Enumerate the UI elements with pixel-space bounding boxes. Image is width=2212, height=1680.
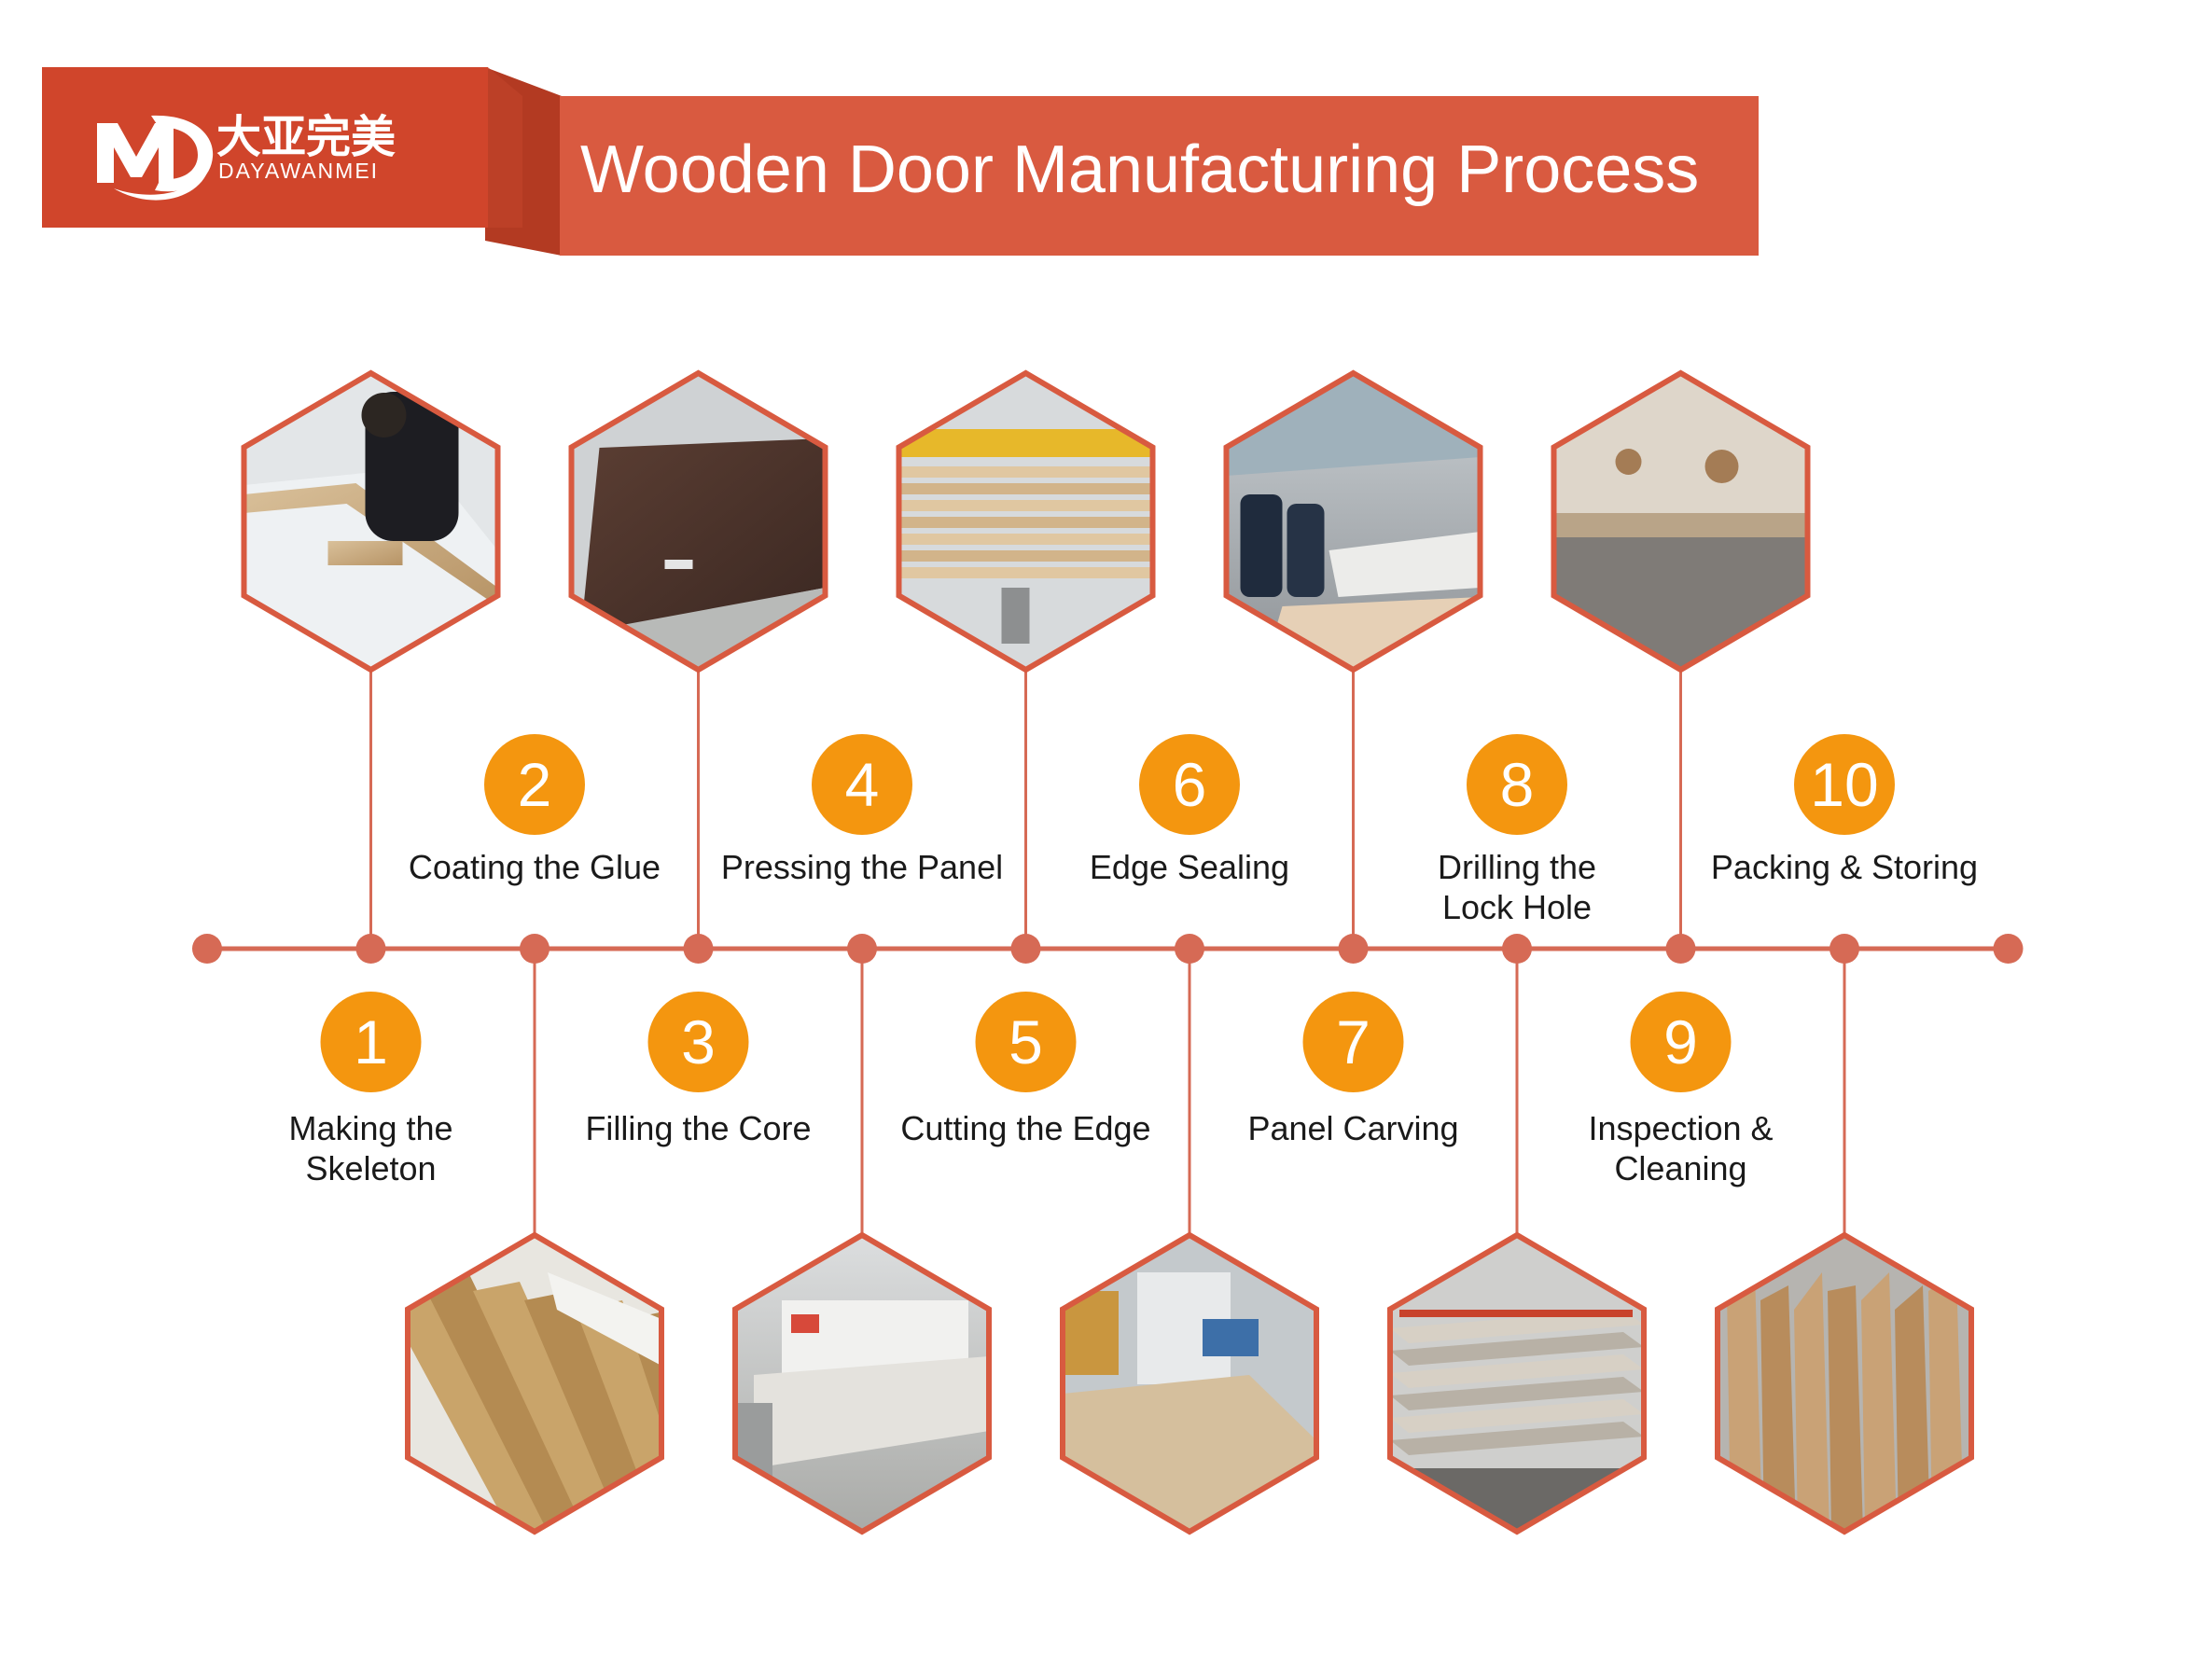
header: 大亚完美 DAYAWANMEI Wooden Door Manufacturin… xyxy=(42,67,1759,256)
step-number-badge xyxy=(1630,992,1732,1092)
step-label: Drilling the xyxy=(1438,848,1596,886)
step-number-badge xyxy=(812,734,912,835)
step-number-badge xyxy=(975,992,1077,1092)
hexagon-frame xyxy=(1060,1231,1319,1535)
logo-bar-shadow xyxy=(488,67,522,228)
step-label: Panel Carving xyxy=(1247,1109,1458,1147)
timeline-dot xyxy=(1993,934,2024,964)
step-number: 10 xyxy=(1810,750,1878,819)
hexagon-frame xyxy=(405,1231,664,1535)
step-number-badge xyxy=(484,734,585,835)
step-label: Cleaning xyxy=(1614,1149,1746,1187)
worker-assembling-door-frame-photo xyxy=(241,369,501,673)
step-number: 2 xyxy=(518,750,552,819)
logo-text-cn: 大亚完美 xyxy=(216,111,396,163)
logo-mark-icon xyxy=(97,115,214,201)
step-number: 6 xyxy=(1173,750,1207,819)
step-number-badge xyxy=(1302,992,1404,1092)
step-number: 4 xyxy=(845,750,880,819)
step-number: 1 xyxy=(354,1007,388,1076)
panel-press-machine-photo xyxy=(732,1231,992,1535)
step-number: 3 xyxy=(681,1007,716,1076)
hexagon-frame xyxy=(732,1231,992,1535)
cnc-edge-machine-photo xyxy=(1060,1231,1319,1535)
hexagon-frame xyxy=(1715,1231,1974,1535)
stacked-finished-doors-photo xyxy=(1387,1231,1647,1535)
timeline-dot xyxy=(192,934,222,964)
step-label: Packing & Storing xyxy=(1711,848,1978,886)
hexagon-frame xyxy=(896,369,1156,673)
step-label: Filling the Core xyxy=(585,1109,811,1147)
page-title: Wooden Door Manufacturing Process xyxy=(580,132,1699,207)
step-label: Skeleton xyxy=(305,1149,436,1187)
packed-doors-in-warehouse-photo xyxy=(1715,1231,1974,1535)
hexagon-frame xyxy=(568,369,828,673)
stacked-panels-in-saw-photo xyxy=(896,369,1156,673)
step-label: Inspection & xyxy=(1588,1109,1773,1147)
step-number-badge xyxy=(320,992,422,1092)
workers-at-carving-machine-photo xyxy=(1223,369,1483,673)
step-number-badge xyxy=(647,992,749,1092)
hexagon-frame xyxy=(1223,369,1483,673)
step-number-badge xyxy=(1139,734,1240,835)
step-label: Edge Sealing xyxy=(1090,848,1289,886)
glue-coated-honeycomb-strips-photo xyxy=(405,1231,664,1535)
step-label: Cutting the Edge xyxy=(900,1109,1150,1147)
dark-wood-veneer-panel-photo xyxy=(568,369,828,673)
timeline xyxy=(192,934,2024,964)
step-number: 8 xyxy=(1500,750,1535,819)
step-label: Coating the Glue xyxy=(409,848,661,886)
step-number: 9 xyxy=(1663,1007,1698,1076)
step-number-badge xyxy=(1467,734,1567,835)
step-label: Pressing the Panel xyxy=(721,848,1003,886)
step-label: Making the xyxy=(288,1109,452,1147)
hexagon-frame xyxy=(1551,369,1811,673)
title-bar xyxy=(560,96,1759,256)
step-number: 7 xyxy=(1336,1007,1370,1076)
drilled-lock-holes-photo xyxy=(1551,369,1811,673)
step-number-badge xyxy=(1794,734,1895,835)
step-label: Lock Hole xyxy=(1442,888,1592,926)
hexagon-frame xyxy=(241,369,501,673)
hexagon-frame xyxy=(1387,1231,1647,1535)
logo-text-en: DAYAWANMEI xyxy=(218,159,379,183)
step-number: 5 xyxy=(1009,1007,1043,1076)
